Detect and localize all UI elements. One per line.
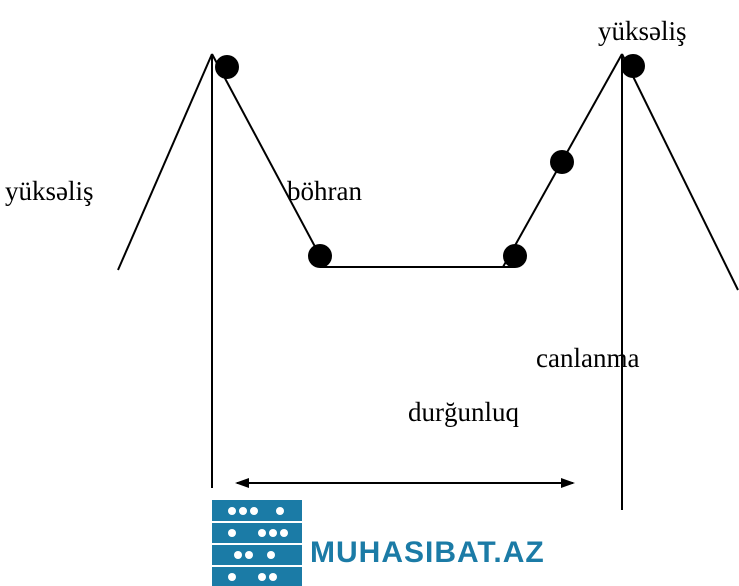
crisis-line: [211, 53, 321, 257]
period-markers: [211, 54, 623, 510]
cycle-points: [215, 54, 645, 268]
peak-point-left: [215, 55, 239, 79]
cycle-curve: [117, 53, 739, 291]
abacus-icon: [212, 500, 302, 586]
trough-point-right: [503, 244, 527, 268]
peak-point-right: [621, 54, 645, 78]
watermark: MUHASIBAT.AZ: [212, 500, 545, 586]
label-stagnation: durğunluq: [408, 397, 519, 427]
rise-line-left: [117, 53, 213, 271]
revival-point: [550, 150, 574, 174]
decline-line-right: [621, 53, 739, 291]
watermark-text: MUHASIBAT.AZ: [310, 536, 545, 569]
trough-point-left: [308, 244, 332, 268]
label-crisis: böhran: [287, 176, 362, 206]
label-revival: canlanma: [536, 343, 639, 373]
label-rise-left: yüksəliş: [5, 176, 94, 206]
label-rise-top: yüksəliş: [598, 16, 687, 46]
